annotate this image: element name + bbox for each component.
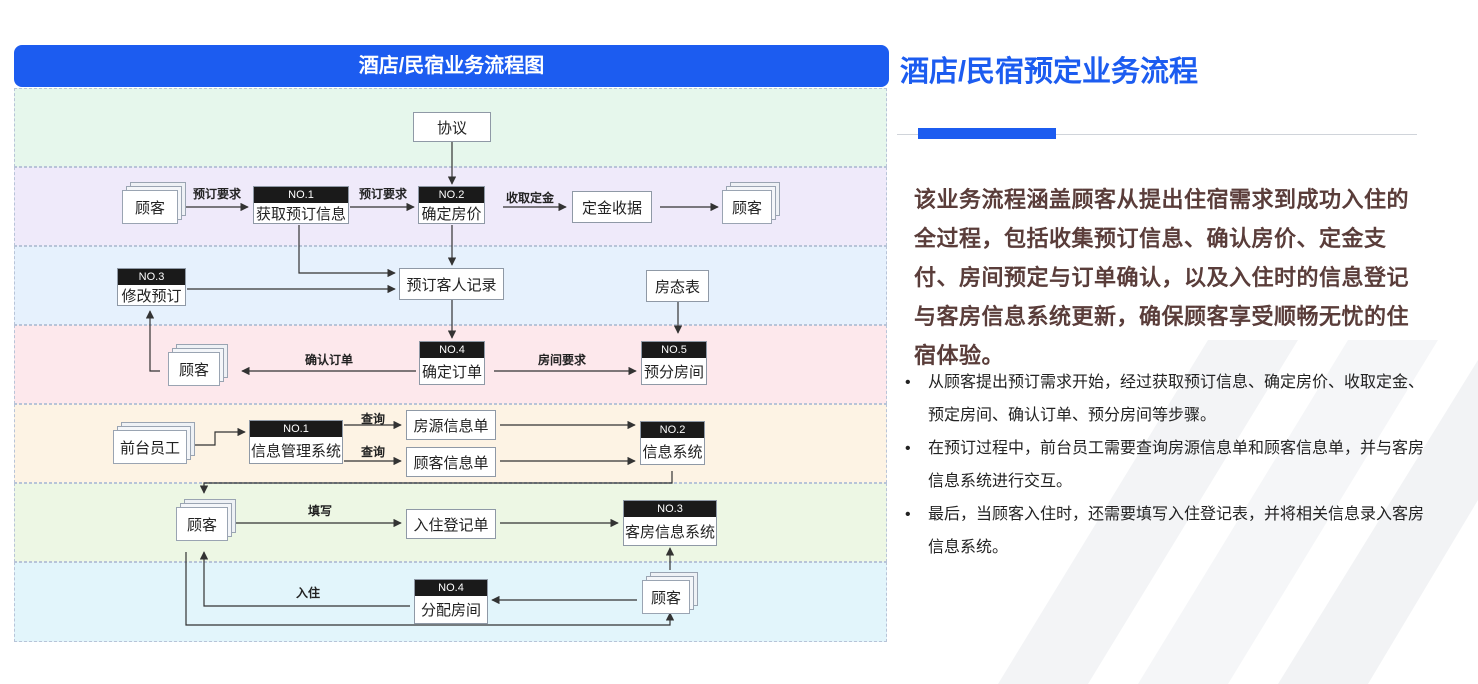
bullet-dot: • <box>905 440 911 457</box>
node-s2-xinxi: NO.2 信息系统 <box>640 421 705 465</box>
diagram-header: 酒店/民宿业务流程图 <box>14 45 889 87</box>
node-xieyi: 协议 <box>413 112 491 142</box>
edge-label-chaxun-2: 查询 <box>361 445 386 459</box>
node-no5-yufen: NO.5 预分房间 <box>641 341 707 385</box>
doc-guke-5: 顾客 <box>642 572 698 614</box>
edge-label-yuding-2: 预订要求 <box>359 187 408 201</box>
bullet-dot: • <box>905 374 911 391</box>
node-record: 预订客人记录 <box>399 268 504 300</box>
node-fangtai: 房态表 <box>646 270 709 302</box>
title-accent-bar <box>918 128 1056 139</box>
node-guke-info: 顾客信息单 <box>406 447 496 477</box>
node-s3-kefang: NO.3 客房信息系统 <box>623 500 717 546</box>
side-title: 酒店/民宿预定业务流程 <box>900 56 1199 88</box>
doc-guke-1: 顾客 <box>122 182 186 224</box>
node-no2-fangjia: NO.2 确定房价 <box>418 186 485 224</box>
node-no1-huoqu: NO.1 获取预订信息 <box>253 186 349 224</box>
side-paragraph: 该业务流程涵盖顾客从提出住宿需求到成功入住的全过程，包括收集预订信息、确认房价、… <box>914 187 1410 368</box>
doc-guke-3: 顾客 <box>168 344 228 386</box>
bullet-item: •在预订过程中，前台员工需要查询房源信息单和顾客信息单，并与客房信息系统进行交互… <box>905 432 1425 498</box>
edge-label-ruzhu: 入住 <box>296 586 321 600</box>
bullet-item: •从顾客提出预订需求开始，经过获取预订信息、确定房价、收取定金、预定房间、确认订… <box>905 366 1425 432</box>
doc-staff: 前台员工 <box>113 422 195 464</box>
edge-label-queren: 确认订单 <box>305 353 354 367</box>
bullet-item: •最后，当顾客入住时，还需要填写入住登记表，并将相关信息录入客房信息系统。 <box>905 498 1425 564</box>
node-s1-xinxiguanli: NO.1 信息管理系统 <box>249 420 343 464</box>
edge-label-tianxie: 填写 <box>308 504 333 518</box>
doc-guke-2: 顾客 <box>722 182 780 224</box>
node-dingjin: 定金收据 <box>572 191 652 223</box>
edge-label-shouqu: 收取定金 <box>506 191 555 205</box>
side-bullet-list: •从顾客提出预订需求开始，经过获取预订信息、确定房价、收取定金、预定房间、确认订… <box>905 366 1425 564</box>
doc-guke-4: 顾客 <box>176 499 236 541</box>
node-no4-dingdan: NO.4 确定订单 <box>419 341 485 385</box>
node-s4-fenpei: NO.4 分配房间 <box>414 579 488 624</box>
node-no3-xiugai: NO.3 修改预订 <box>117 268 186 306</box>
edge-label-yuding-1: 预订要求 <box>193 187 242 201</box>
bullet-dot: • <box>905 506 911 523</box>
node-fangyuan: 房源信息单 <box>406 410 496 440</box>
edge-label-fangjian: 房间要求 <box>538 353 587 367</box>
node-ruzhu-form: 入住登记单 <box>406 509 496 539</box>
title-divider <box>897 134 1417 135</box>
edge-label-chaxun-1: 查询 <box>361 412 386 426</box>
